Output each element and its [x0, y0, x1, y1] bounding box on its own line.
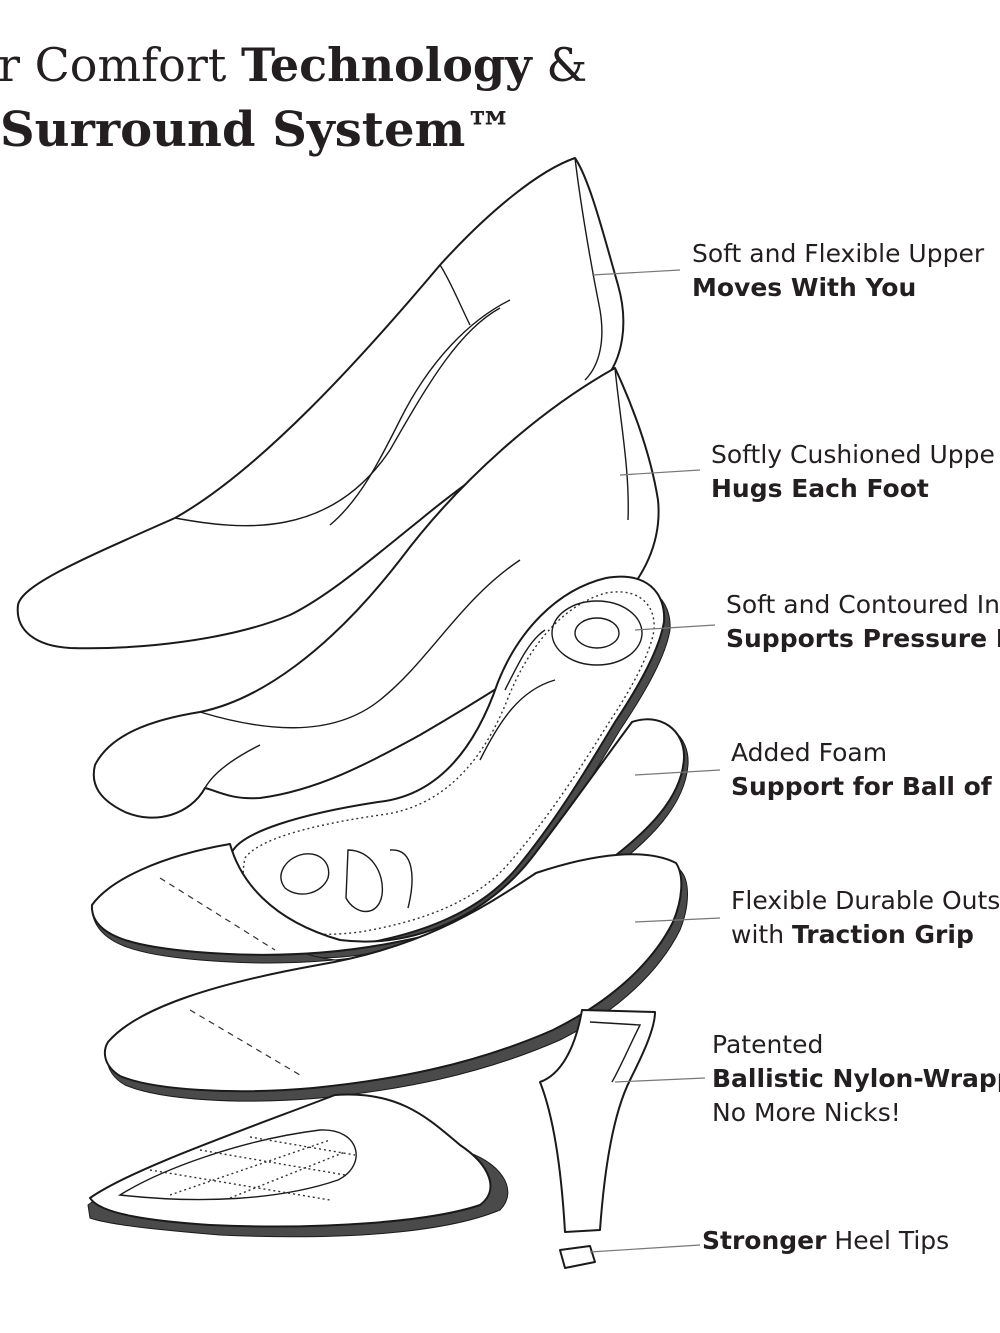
callout-heel-tips: Stronger Heel Tips	[702, 1224, 949, 1258]
callout-outsole-prefix: with	[731, 920, 792, 949]
callout-heel-line-3: No More Nicks!	[712, 1098, 901, 1127]
callout-insole-line-2: Supports Pressure Po	[726, 624, 1000, 653]
callout-heel-tips-bold: Stronger	[702, 1226, 827, 1255]
callout-upper: Soft and Flexible Upper Moves With You	[692, 237, 984, 305]
callout-heel-tips-regular: Heel Tips	[826, 1226, 950, 1255]
callout-heel-tips-line-1: Stronger Heel Tips	[702, 1224, 949, 1258]
cushioned-upper-layer	[92, 367, 660, 819]
callout-heel-line-2: Ballistic Nylon-Wrappe	[712, 1064, 1000, 1093]
leader-lines	[589, 269, 721, 1253]
callout-outsole-line-1: Flexible Durable Outs	[731, 886, 1000, 915]
callout-foam-line-1: Added Foam	[731, 738, 888, 767]
callout-outsole-bold: Traction Grip	[792, 920, 974, 949]
callout-upper-line-1: Soft and Flexible Upper	[692, 239, 985, 268]
title-line-2: Surround System™	[0, 102, 514, 158]
callout-insole-line-1: Soft and Contoured In	[726, 590, 1000, 619]
title-part: &	[531, 38, 588, 92]
heel-layer	[87, 1009, 656, 1269]
callout-insole: Soft and Contoured In Supports Pressure …	[726, 588, 1000, 656]
callout-heel-line-1: Patented	[712, 1030, 824, 1059]
outsole-layer	[103, 853, 688, 1102]
callout-foam-line-2: Support for Ball of F	[731, 772, 1000, 801]
title-line-1: r Comfort Technology &	[0, 38, 587, 92]
callout-outsole-line-2: with Traction Grip	[731, 918, 1000, 952]
callout-heel: Patented Ballistic Nylon-Wrappe No More …	[712, 1028, 1000, 1130]
callout-cushioned-upper-line-1: Softly Cushioned Uppe	[711, 440, 995, 469]
callout-cushioned-upper-line-2: Hugs Each Foot	[711, 474, 929, 503]
upper-layer	[16, 157, 625, 650]
callout-foam: Added Foam Support for Ball of F	[731, 736, 1000, 804]
title-part: r Comfort	[0, 38, 241, 92]
callout-cushioned-upper: Softly Cushioned Uppe Hugs Each Foot	[711, 438, 995, 506]
title-part-bold: Technology	[240, 38, 532, 92]
callout-outsole: Flexible Durable Outs with Traction Grip	[731, 884, 1000, 952]
callout-upper-line-2: Moves With You	[692, 273, 917, 302]
